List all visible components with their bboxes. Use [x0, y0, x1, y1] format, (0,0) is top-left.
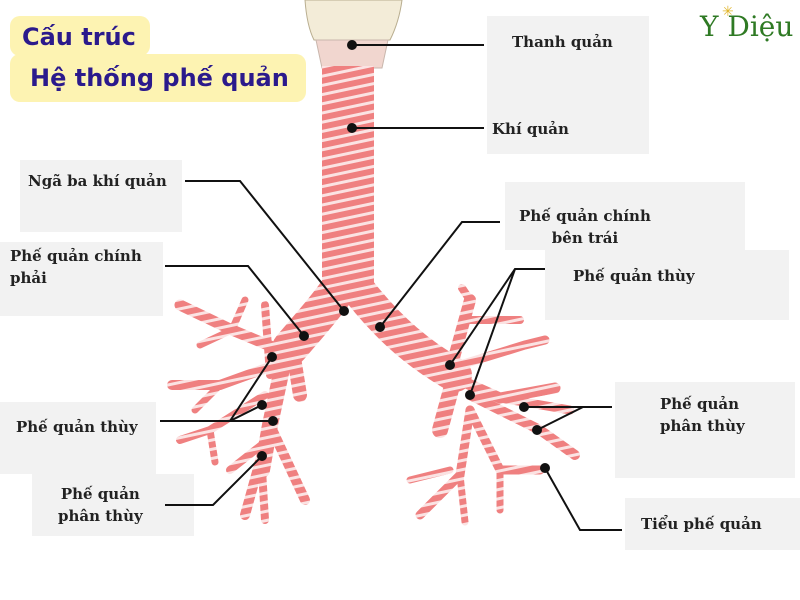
- label-bg-left-main: [505, 182, 745, 250]
- label-right-main-bronchus: Phế quản chính phải: [10, 245, 142, 289]
- flower-icon: ✳: [722, 4, 734, 20]
- bronchi: [167, 274, 580, 526]
- label-lobar-bronchus-left: Phế quản thùy: [16, 418, 138, 436]
- label-bg-carina: [20, 160, 182, 232]
- label-carina: Ngã ba khí quản: [28, 172, 167, 190]
- label-bronchiole: Tiểu phế quản: [641, 515, 762, 533]
- label-segmental-bronchus-left: Phế quản phân thùy: [58, 483, 143, 527]
- brand-text: Y Diệu: [700, 10, 794, 43]
- label-segmental-right-line1: Phế quản: [660, 395, 739, 413]
- label-left-main-line2: bên trái: [551, 229, 619, 247]
- title-line1: Cấu trúc: [22, 23, 136, 51]
- label-bg-segmental-right: [615, 382, 795, 478]
- larynx: [304, 0, 403, 69]
- label-bg-bronchiole: [625, 498, 800, 550]
- trachea: [322, 66, 374, 298]
- label-bg-lobar-left: [0, 402, 156, 474]
- leader-lines: [160, 44, 622, 531]
- title-line2: Hệ thống phế quản: [30, 64, 289, 92]
- label-segmental-left-line2: phân thùy: [58, 507, 143, 525]
- title-box-line1: Cấu trúc: [10, 16, 150, 56]
- label-segmental-left-line1: Phế quản: [60, 485, 140, 503]
- label-larynx: Thanh quản: [512, 33, 613, 51]
- label-right-main-line2: phải: [10, 269, 47, 287]
- label-segmental-right-line2: phân thùy: [660, 417, 745, 435]
- label-trachea: Khí quản: [492, 120, 569, 138]
- label-segmental-bronchus-right: Phế quản phân thùy: [660, 393, 745, 437]
- pointer-dots: [257, 40, 550, 473]
- brand-logo: ✳ Y Diệu: [700, 4, 794, 43]
- label-bg-lobar-right: [545, 250, 789, 320]
- label-bg-right-main: [0, 242, 163, 316]
- label-right-main-line1: Phế quản chính: [10, 247, 142, 265]
- label-lobar-bronchus-right: Phế quản thùy: [573, 267, 695, 285]
- label-left-main-bronchus: Phế quản chính bên trái: [510, 205, 660, 249]
- label-bg-larynx-trachea: [487, 16, 649, 154]
- label-left-main-line1: Phế quản chính: [519, 207, 651, 225]
- title-box-line2: Hệ thống phế quản: [10, 54, 306, 102]
